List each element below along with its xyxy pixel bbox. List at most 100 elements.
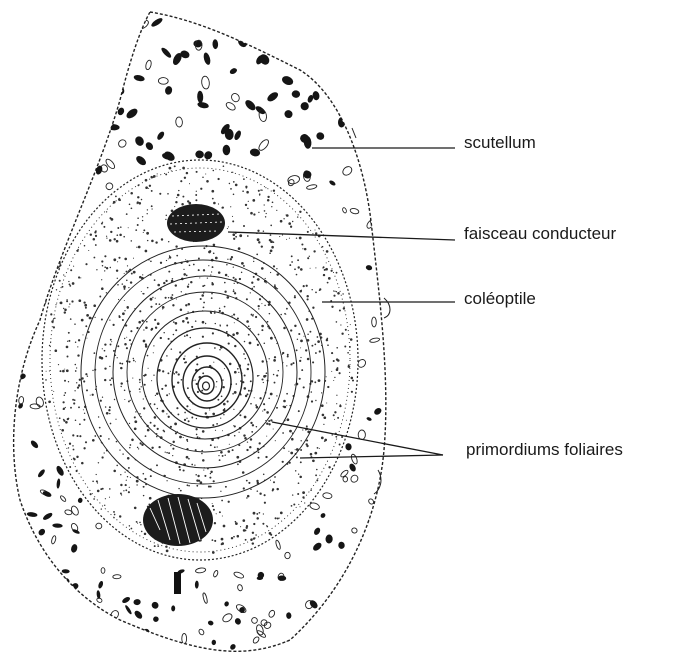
stipple-dot	[187, 311, 188, 312]
stipple-dot	[113, 201, 116, 204]
stipple-dot	[124, 310, 125, 311]
scutellum-cell	[375, 561, 383, 569]
stipple-dot	[166, 260, 167, 261]
stipple-dot	[232, 393, 234, 395]
stipple-dot	[299, 290, 302, 293]
stipple-dot	[126, 347, 128, 349]
stipple-dot	[153, 345, 154, 346]
scutellum-cell	[72, 647, 77, 655]
stipple-dot	[172, 304, 174, 306]
stipple-dot	[159, 303, 161, 305]
stipple-dot	[77, 250, 79, 252]
stipple-dot	[123, 236, 125, 238]
stipple-dot	[73, 402, 75, 404]
stipple-dot	[104, 452, 105, 453]
scutellum-cell	[62, 569, 70, 574]
stipple-dot	[271, 206, 272, 207]
stipple-dot	[175, 371, 177, 373]
stipple-dot	[173, 334, 175, 336]
stipple-dot	[145, 179, 148, 182]
stipple-dot	[106, 412, 109, 415]
stipple-dot	[315, 267, 316, 268]
stipple-dot	[76, 456, 78, 458]
stipple-dot	[270, 272, 271, 273]
stipple-dot	[187, 286, 189, 288]
stipple-dot	[172, 294, 174, 296]
scutellum-cell	[36, 580, 42, 586]
scutellum-cell	[182, 633, 187, 643]
stipple-dot	[243, 529, 246, 532]
stipple-dot	[232, 216, 233, 217]
stipple-dot	[264, 494, 266, 496]
scutellum-cell	[38, 110, 47, 121]
stipple-dot	[209, 477, 211, 479]
stipple-dot	[333, 360, 335, 362]
scutellum-cell	[281, 74, 295, 86]
stipple-dot	[326, 376, 327, 377]
stipple-dot	[216, 381, 217, 382]
stipple-dot	[214, 446, 216, 448]
stipple-dot	[190, 409, 191, 410]
stipple-dot	[203, 292, 204, 293]
stipple-dot	[247, 235, 249, 237]
stipple-dot	[50, 341, 51, 342]
stipple-dot	[64, 311, 66, 313]
stipple-dot	[349, 346, 351, 348]
stipple-dot	[244, 341, 246, 343]
stipple-dot	[296, 237, 297, 238]
scutellum-cell	[383, 191, 393, 202]
stipple-dot	[223, 403, 226, 406]
stipple-dot	[176, 407, 178, 409]
scutellum-cell	[15, 143, 25, 153]
stipple-dot	[311, 391, 313, 393]
scutellum-cell	[257, 28, 270, 41]
stipple-dot	[288, 451, 289, 452]
stipple-dot	[113, 258, 116, 261]
stipple-dot	[201, 294, 204, 297]
scutellum-cell	[230, 92, 241, 103]
scutellum-cell	[65, 606, 77, 618]
scutellum-cell	[175, 117, 182, 128]
stipple-dot	[247, 441, 248, 442]
stipple-dot	[186, 456, 189, 459]
stipple-dot	[352, 379, 354, 381]
stipple-dot	[179, 436, 182, 439]
stipple-dot	[215, 257, 218, 260]
stipple-dot	[243, 265, 245, 267]
stipple-dot	[151, 205, 153, 207]
stipple-dot	[238, 372, 239, 373]
stipple-dot	[177, 413, 179, 415]
scutellum-cell	[366, 416, 372, 421]
scutellum-cell	[106, 617, 113, 623]
stipple-dot	[220, 451, 223, 454]
stipple-dot	[214, 312, 216, 314]
stipple-dot	[246, 525, 248, 527]
stipple-dot	[134, 507, 137, 510]
stipple-dot	[282, 235, 283, 236]
stipple-dot	[289, 238, 290, 239]
scutellum-cell	[67, 23, 81, 38]
stipple-dot	[314, 381, 316, 383]
stipple-dot	[54, 318, 56, 320]
stipple-dot	[257, 344, 259, 346]
stipple-dot	[166, 394, 168, 396]
stipple-dot	[291, 261, 293, 263]
stipple-dot	[168, 416, 170, 418]
scutellum-cell	[367, 519, 372, 528]
stipple-dot	[157, 284, 160, 287]
stipple-dot	[155, 241, 157, 243]
scutellum-cell	[23, 92, 35, 103]
stipple-dot	[75, 370, 77, 372]
scutellum-cell	[351, 527, 358, 534]
stipple-dot	[165, 297, 167, 299]
stipple-dot	[104, 350, 106, 352]
stipple-dot	[261, 325, 264, 328]
stipple-dot	[66, 369, 69, 372]
stipple-dot	[175, 245, 177, 247]
stipple-dot	[291, 255, 293, 257]
stipple-dot	[68, 381, 69, 382]
stipple-dot	[78, 276, 80, 278]
scutellum-cell	[104, 158, 116, 170]
stipple-dot	[262, 190, 263, 191]
stipple-dot	[205, 173, 206, 174]
